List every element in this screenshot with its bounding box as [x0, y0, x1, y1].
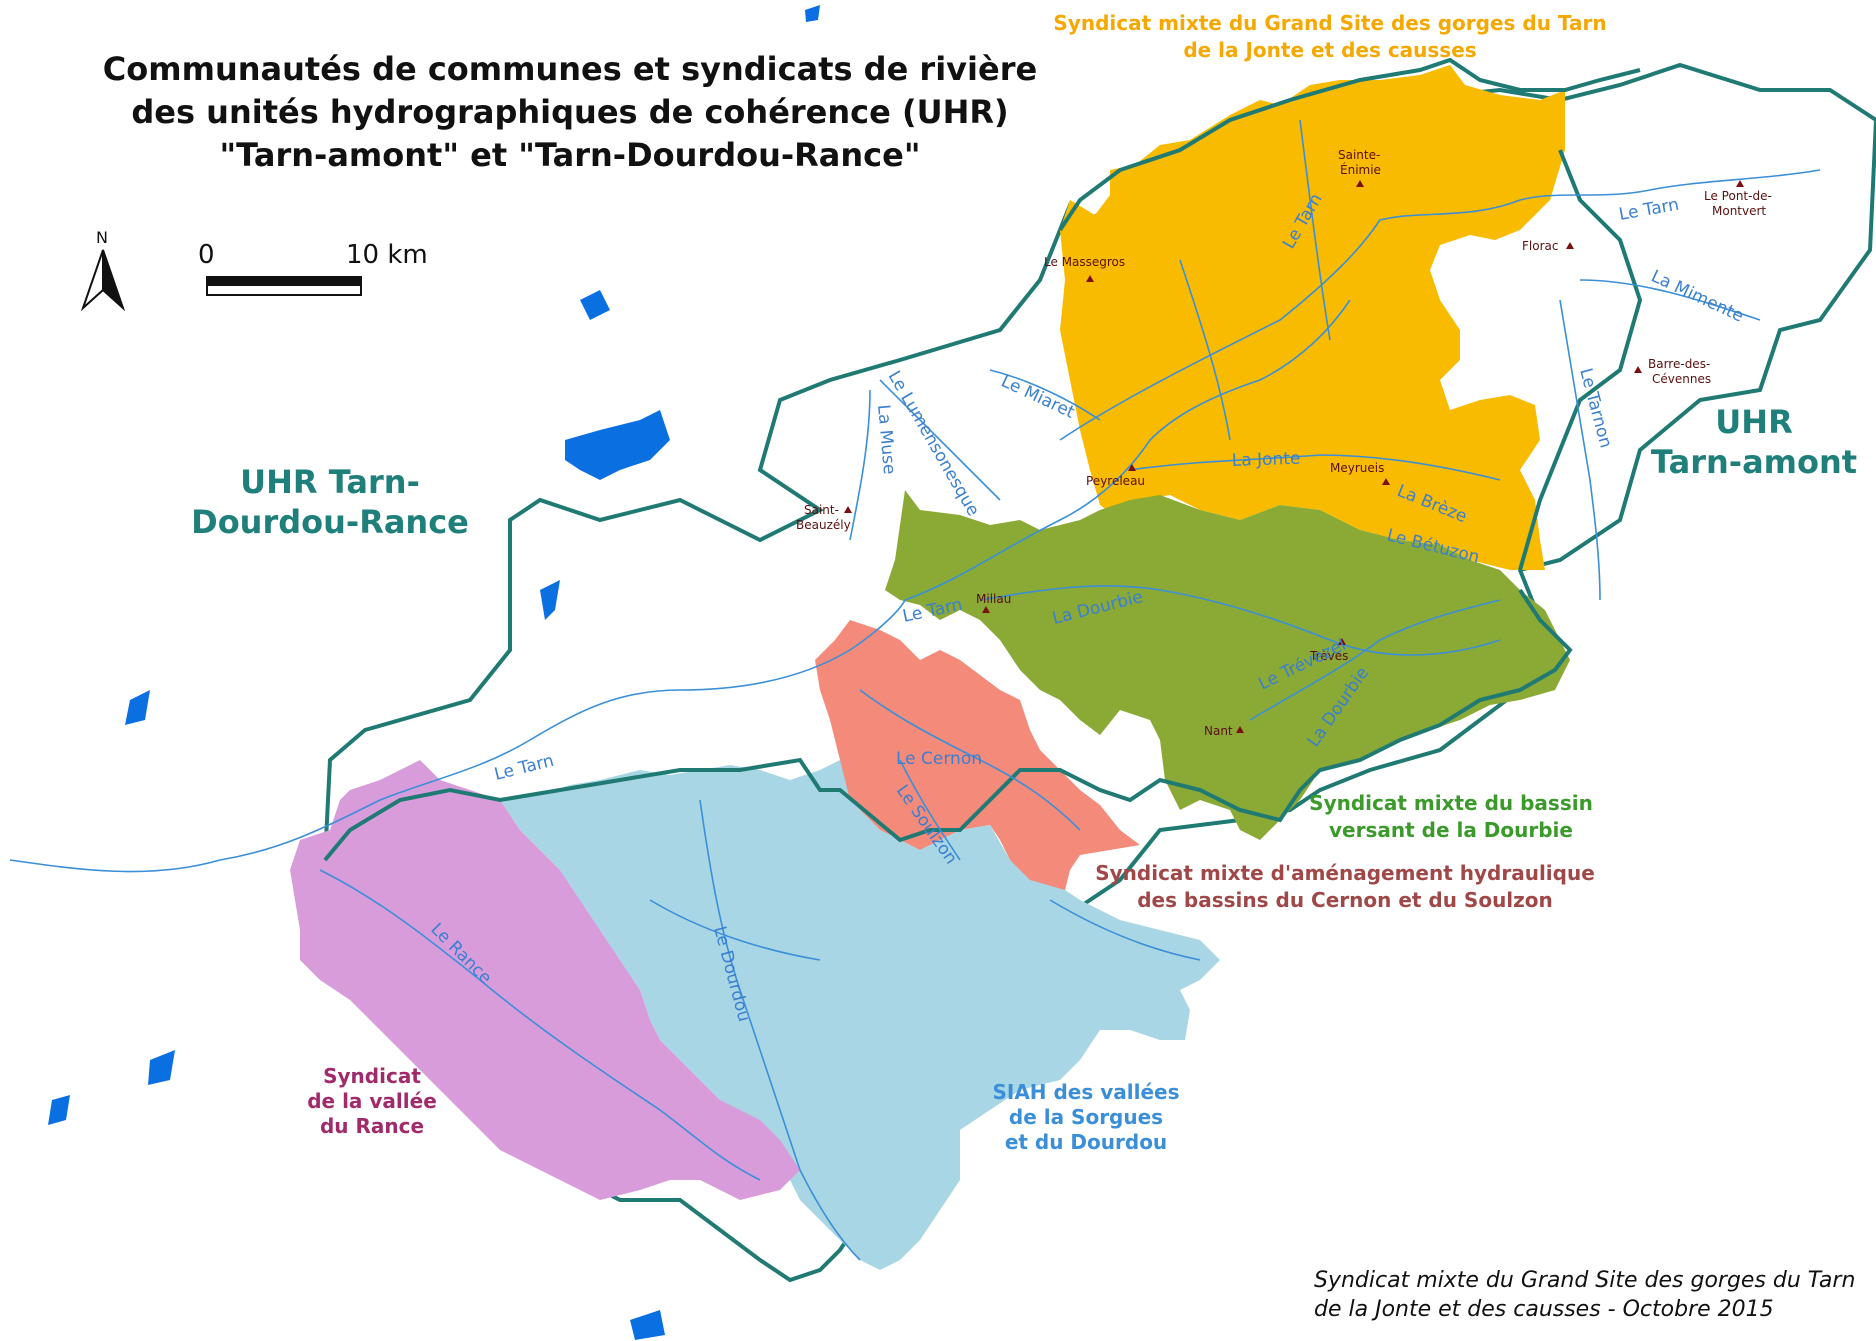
river-mimente	[1579, 279, 1761, 321]
lake-6	[48, 1095, 70, 1125]
river-soulzon	[899, 759, 961, 861]
lakes	[48, 5, 820, 1340]
north-arrow-icon	[80, 249, 126, 312]
lake-8	[805, 5, 820, 22]
town-nant: Nant	[1204, 724, 1244, 738]
river-cernon	[859, 689, 1081, 831]
town-sainte-enimie: Sainte- Énimie	[1338, 148, 1381, 187]
svg-text:Millau: Millau	[976, 592, 1011, 606]
lake-3	[580, 290, 610, 320]
town-peyreleau: Peyreleau	[1086, 464, 1145, 488]
svg-text:Cévennes: Cévennes	[1652, 372, 1711, 386]
svg-text:Nant: Nant	[1204, 724, 1233, 738]
lake-1	[565, 410, 670, 480]
cernon-area	[815, 620, 1140, 895]
svg-text:Sainte-: Sainte-	[1338, 148, 1380, 162]
river-aux-3	[1049, 899, 1201, 961]
river-tarn-west	[9, 599, 906, 873]
river-tarn-mid	[904, 299, 1351, 601]
svg-text:Le Pont-de-: Le Pont-de-	[1704, 189, 1772, 203]
svg-text:Meyrueis: Meyrueis	[1330, 461, 1384, 475]
svg-text:Montvert: Montvert	[1712, 204, 1766, 218]
title-line-3: "Tarn-amont" et "Tarn-Dourdou-Rance"	[219, 136, 921, 174]
label-siah: SIAH des vallées de la Sorgues et du Dou…	[992, 1080, 1180, 1154]
river-aux-4	[649, 899, 821, 961]
svg-text:Saint-: Saint-	[804, 503, 839, 517]
river-trevezel	[1249, 599, 1501, 721]
scale-bar	[206, 276, 362, 296]
dourbie-area	[885, 490, 1570, 840]
town-millau: Millau	[976, 592, 1011, 613]
north-letter: N	[96, 228, 108, 247]
label-cernon: Syndicat mixte d'aménagement hydraulique…	[1095, 861, 1595, 912]
river-label-cernon: Le Cernon	[896, 749, 982, 769]
river-tarn-upper	[1059, 169, 1821, 441]
river-aux-2	[1179, 259, 1231, 441]
river-jonte	[1129, 454, 1501, 481]
svg-text:Peyreleau: Peyreleau	[1086, 474, 1145, 488]
lake-2	[540, 580, 560, 620]
town-le-pont: Le Pont-de- Montvert	[1704, 180, 1772, 218]
river-rance	[319, 869, 761, 1181]
svg-text:Florac: Florac	[1522, 239, 1558, 253]
river-dourdou	[699, 799, 861, 1261]
siah-area	[500, 760, 1220, 1270]
grand-site-area	[1060, 65, 1565, 570]
label-grand-site: Syndicat mixte du Grand Site des gorges …	[1053, 11, 1607, 62]
svg-text:Barre-des-: Barre-des-	[1648, 357, 1710, 371]
towns: Sainte- Énimie Le Massegros Florac Le Po…	[796, 148, 1772, 738]
river-aux-1	[1299, 119, 1331, 341]
river-lumensonesque	[879, 379, 1001, 501]
rance-area	[290, 760, 800, 1200]
uhr-tarn-amont-label: UHR Tarn-amont	[1650, 403, 1858, 481]
uhr-boundary-line	[323, 57, 1643, 862]
lake-7	[630, 1310, 665, 1340]
map-credit: Syndicat mixte du Grand Site des gorges …	[1314, 1268, 1856, 1322]
title-line-2: des unités hydrographiques de cohérence …	[131, 93, 1009, 131]
town-treves: Trèves	[1309, 638, 1348, 663]
svg-text:Beauzély: Beauzély	[796, 518, 851, 532]
lake-4	[125, 690, 150, 725]
town-florac: Florac	[1522, 239, 1574, 253]
river-muse	[849, 389, 871, 541]
town-meyrueis: Meyrueis	[1330, 461, 1390, 485]
town-barre-des-cevennes: Barre-des- Cévennes	[1634, 357, 1711, 386]
uhr-tarn-dourdou-rance-label: UHR Tarn- Dourdou-Rance	[191, 463, 469, 541]
svg-text:Le Massegros: Le Massegros	[1044, 255, 1125, 269]
river-network	[9, 119, 1821, 1261]
river-miaret	[989, 369, 1101, 421]
river-label-jonte: La Jonte	[1231, 449, 1300, 471]
title-line-1: Communautés de communes et syndicats de …	[102, 50, 1038, 88]
scale-label-ten: 10 km	[346, 240, 428, 270]
svg-text:Trèves: Trèves	[1309, 649, 1348, 663]
river-dourbie	[979, 585, 1501, 656]
town-le-massegros: Le Massegros	[1044, 255, 1125, 282]
label-dourbie: Syndicat mixte du bassin versant de la D…	[1309, 791, 1593, 842]
river-tarnon	[1559, 299, 1601, 601]
scale-label-zero: 0	[198, 240, 215, 270]
svg-text:Énimie: Énimie	[1340, 162, 1381, 177]
town-saint-beauzely: Saint- Beauzély	[796, 503, 852, 532]
label-rance: Syndicat de la vallée du Rance	[307, 1064, 437, 1138]
map-title: Communautés de communes et syndicats de …	[20, 48, 1120, 177]
lake-5	[148, 1050, 175, 1085]
